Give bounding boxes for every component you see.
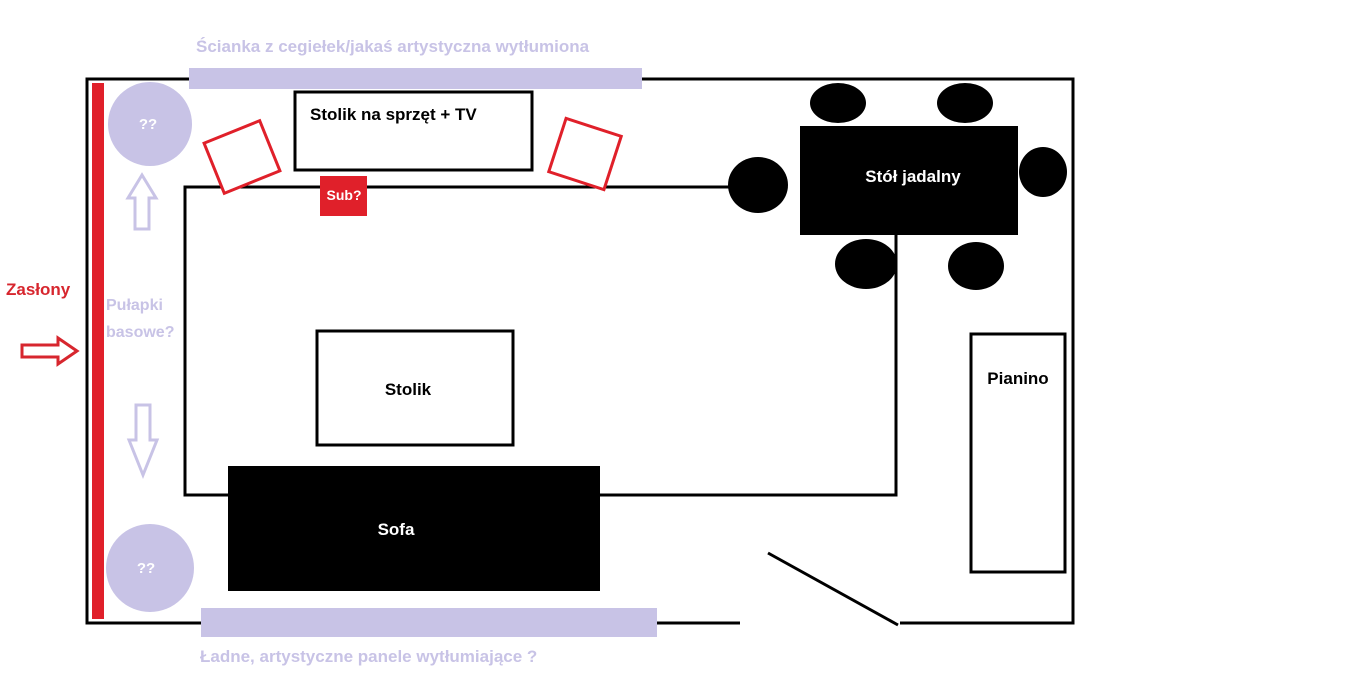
- dining-chair-top-left: [810, 83, 866, 123]
- top-acoustic-wall: [189, 68, 642, 89]
- tv-stand: [293, 90, 534, 172]
- coffee-table: [315, 329, 515, 447]
- door: [767, 551, 899, 627]
- dining-table-label: Stół jadalny: [865, 167, 961, 186]
- sofa: [228, 466, 600, 591]
- bass-traps-label-line1: Pułapki: [106, 297, 163, 314]
- bass-traps-label-line2: basowe?: [106, 324, 174, 341]
- rug-outline: [183, 185, 898, 497]
- dining-chair-bottom-left: [835, 239, 897, 289]
- arrow-up: [125, 172, 159, 231]
- top-wall-note: Ścianka z cegiełek/jakaś artystyczna wyt…: [196, 37, 590, 56]
- speaker-left: [202, 118, 282, 196]
- bass-trap-top: [108, 82, 192, 166]
- dining-table: [800, 126, 1018, 235]
- piano-label: Pianino: [987, 369, 1048, 388]
- dining-chair-right: [1019, 147, 1067, 197]
- arrow-down: [126, 403, 160, 480]
- coffee-table-label: Stolik: [385, 380, 432, 399]
- curtains: [92, 83, 104, 619]
- tv-stand-label: Stolik na sprzęt + TV: [310, 105, 477, 124]
- subwoofer: [320, 176, 367, 216]
- sofa-label: Sofa: [378, 520, 415, 539]
- bass-trap-top-label: ??: [139, 116, 157, 133]
- subwoofer-label: Sub?: [327, 187, 362, 203]
- speaker-right: [546, 116, 624, 192]
- curtains-label: Zasłony: [6, 280, 71, 299]
- curtains-arrow: [20, 335, 80, 367]
- piano: [969, 332, 1067, 574]
- bass-trap-bottom: [106, 524, 194, 612]
- dining-chair-top-right: [937, 83, 993, 123]
- bottom-wall-note: Ładne, artystyczne panele wytłumiające ?: [200, 647, 537, 666]
- bottom-acoustic-panels: [201, 608, 657, 637]
- bass-trap-bottom-label: ??: [137, 560, 155, 577]
- dining-chair-bottom-right: [948, 242, 1004, 290]
- dining-chair-left: [728, 157, 788, 213]
